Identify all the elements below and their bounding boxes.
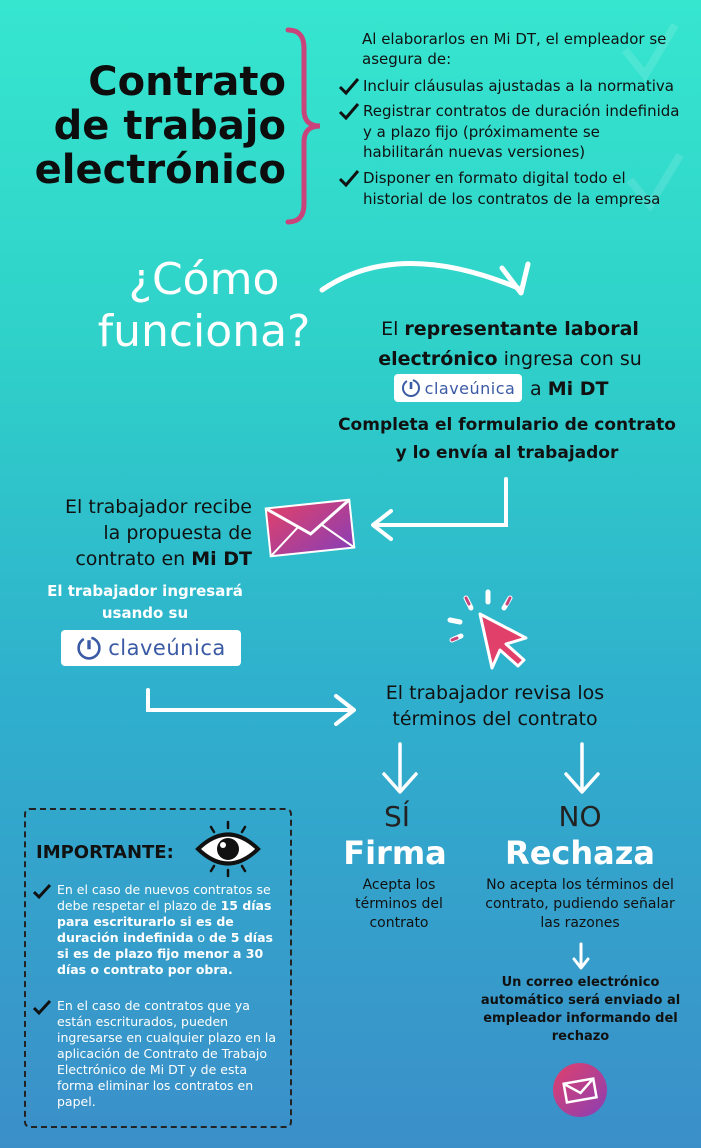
arrow-right-icon	[146, 688, 356, 726]
arrow-down-icon	[572, 942, 590, 970]
clave-row: claveúnica a Mi DT	[380, 372, 650, 406]
no-label: NO	[558, 800, 602, 833]
step-recibe: El trabajador recibe la propuesta de con…	[65, 496, 252, 570]
cursor-click-icon	[447, 589, 528, 670]
step-revisa: El trabajador revisa los términos del co…	[385, 682, 605, 730]
arrow-down-icon	[564, 742, 600, 794]
power-icon	[401, 378, 421, 398]
arrow-left-icon	[371, 477, 508, 541]
ingresara-text: El trabajador ingresará usando su	[47, 582, 243, 622]
si-label: SÍ	[383, 800, 411, 833]
power-icon	[76, 635, 102, 661]
eye-icon	[195, 820, 261, 878]
checkmark-icon	[32, 883, 52, 900]
claveunica-logo: claveúnica	[394, 374, 522, 402]
title-line-3: electrónico	[34, 147, 286, 193]
envelope-icon	[264, 498, 356, 558]
title-line-1: Contrato	[88, 59, 286, 105]
firma-label: Firma	[343, 834, 447, 872]
no-acepta-text: No acepta los términos del contrato, pud…	[485, 877, 675, 931]
envelope-icon	[553, 1063, 607, 1117]
correo-text: Un correo electrónico automático será en…	[480, 975, 681, 1044]
arrow-down-icon	[382, 742, 418, 794]
checkmark-icon	[338, 170, 360, 188]
curly-brace-icon	[285, 27, 321, 225]
important-title: IMPORTANTE:	[36, 842, 174, 863]
checkmark-icon	[32, 999, 52, 1016]
step-completa: Completa el formulario de contrato y lo …	[338, 415, 676, 463]
page-title: Contrato de trabajo electrónico	[24, 60, 286, 192]
faint-check-decoration	[621, 22, 684, 212]
arrow-curved-icon	[319, 261, 531, 296]
title-line-2: de trabajo	[53, 103, 286, 149]
como-funciona-heading: ¿Cómo funciona?	[97, 254, 311, 357]
important-box	[24, 808, 292, 1128]
checkmark-icon	[338, 78, 360, 96]
checkmark-icon	[338, 103, 360, 121]
a-mi-dt: a Mi DT	[530, 378, 609, 400]
claveunica-logo-large: claveúnica	[61, 630, 241, 666]
acepta-text: Acepta los términos del contrato	[355, 877, 443, 931]
step-representante: El representante laboral electrónico ing…	[378, 318, 642, 370]
intro-text: Al elaborarlos en Mi DT, el empleador se…	[362, 30, 667, 68]
rechaza-label: Rechaza	[505, 834, 655, 872]
